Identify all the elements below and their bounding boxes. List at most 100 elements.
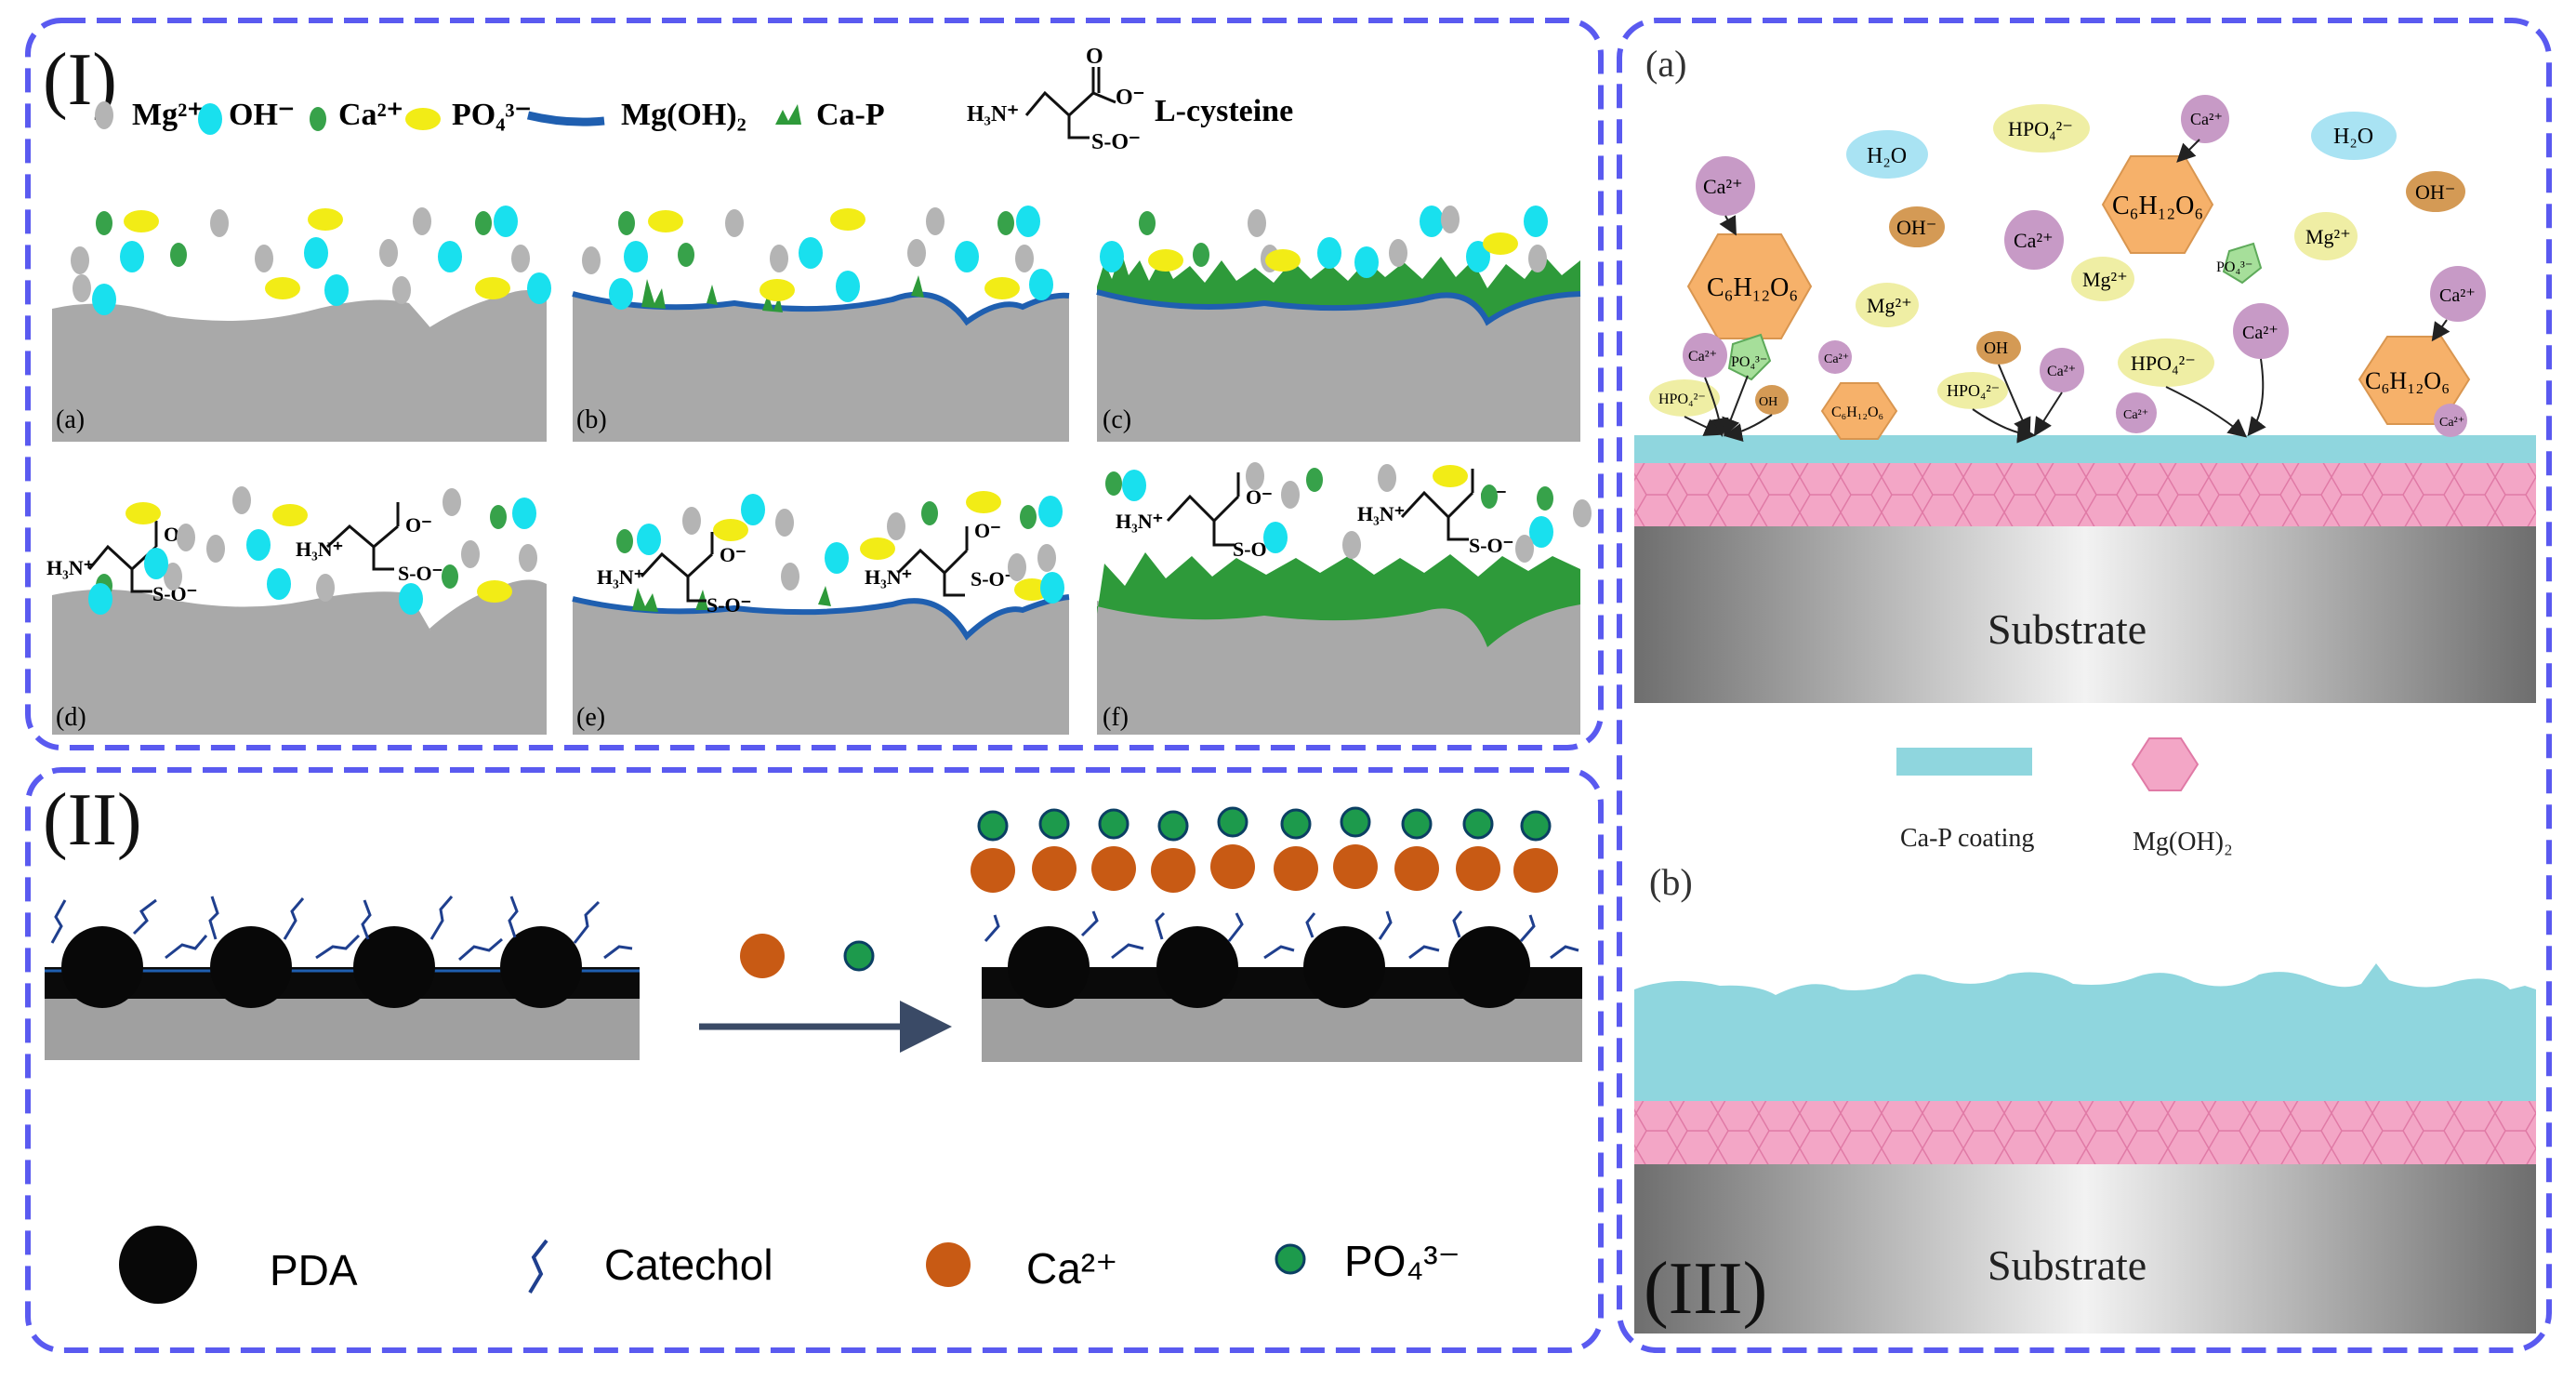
- mgoh2-layer-b: [1634, 1099, 2536, 1164]
- species-ca-3: Ca²⁺: [2190, 110, 2223, 128]
- species-ca-2: Ca²⁺: [2014, 229, 2054, 252]
- subpanel-b-label: (b): [576, 405, 607, 434]
- legend-oh: OH⁻: [229, 98, 295, 132]
- species-oh-3: OH: [1759, 395, 1777, 409]
- reactant-po4-icon: [843, 940, 875, 972]
- amine-label-f2: H₃N⁺: [1357, 502, 1405, 525]
- cys-carbonyl: O: [1086, 45, 1103, 69]
- mgoh2-legend-icon: [2131, 737, 2200, 791]
- cys-carboxyl: O⁻: [1116, 86, 1144, 110]
- thiolate-label-d2: S-O⁻: [398, 562, 443, 585]
- legend-mgoh2: Mg(OH)₂: [621, 98, 746, 132]
- panel-1-legend: Mg²⁺ OH⁻ Ca²⁺ PO₄³⁻ Mg(OH)₂ Ca-P H₃N⁺ O …: [95, 45, 1293, 154]
- po4-ion-icon: [405, 108, 441, 130]
- legend-catechol: Catechol: [604, 1241, 773, 1289]
- thiolate-label-f2: S-O⁻: [1469, 534, 1513, 557]
- species-oh-1: OH⁻: [1896, 216, 1936, 239]
- legend-mgoh2-b: Mg(OH)₂: [2133, 828, 2233, 856]
- species-glucose-1: C₆H₁₂O₆: [1707, 273, 1798, 302]
- ca-legend-icon: [926, 1242, 971, 1287]
- solution-species-a: Ca²⁺ C₆H₁₂O₆ H₂O OH⁻ Mg²⁺ HPO₄²⁻ Ca²⁺ Mg…: [1649, 95, 2486, 444]
- species-po4-2: PO₄³⁻: [1731, 354, 1767, 370]
- legend-cap: Ca-P: [816, 98, 885, 132]
- subpanel-c: (c): [1096, 206, 1581, 442]
- amine-label-d1: H₃N⁺: [46, 556, 94, 579]
- subpanel-d: H₃N⁺ O⁻ S-O⁻ H₃N⁺ O⁻ S-O⁻ (d): [46, 486, 547, 735]
- legend-pda: PDA: [270, 1246, 358, 1294]
- species-ca-9: Ca²⁺: [2047, 364, 2076, 379]
- pda-legend-icon: [119, 1226, 197, 1304]
- species-ca-7: Ca²⁺: [1688, 349, 1717, 365]
- panel-3-border: [1617, 18, 2552, 1353]
- pda-before: [45, 896, 640, 1060]
- subpanel-a: (a): [52, 206, 551, 442]
- cap-layer-f: [1097, 552, 1580, 647]
- panel-2-legend: PDA Catechol Ca²⁺ PO₄³⁻: [119, 1226, 1460, 1304]
- mgoh2-layer-a: [1634, 461, 2536, 526]
- species-h2o-1: H₂O: [1867, 144, 1907, 168]
- l-cysteine-icon: [1024, 67, 1116, 139]
- panel-3-sub-b-label: (b): [1649, 861, 1693, 903]
- pda-particle: [61, 926, 143, 1008]
- species-hpo4-1: HPO₄²⁻: [2008, 117, 2073, 140]
- amine-label-f1: H₃N⁺: [1116, 510, 1163, 533]
- subpanel-d-label: (d): [56, 703, 86, 732]
- mgoh2-layer-icon: [526, 111, 605, 126]
- mgoh2-layer-e: [572, 594, 1070, 641]
- species-mg-2: Mg²⁺: [2082, 268, 2128, 291]
- substrate-label-b: Substrate: [1988, 1241, 2147, 1289]
- species-hpo4-4: HPO₄²⁻: [2131, 352, 2196, 375]
- panel-3-legend: Ca-P coating Mg(OH)₂: [1896, 737, 2233, 856]
- po4-legend-icon: [1275, 1243, 1306, 1275]
- subpanel-f: H₃N⁺ O⁻ S-O⁻ H₃N⁺ O⁻ S-O⁻ (f): [1097, 462, 1592, 735]
- legend-mg: Mg²⁺: [132, 98, 204, 132]
- species-glucose-3: C₆H₁₂O₆: [2365, 367, 2450, 394]
- pda-particle: [353, 926, 435, 1008]
- legend-po4: PO₄³⁻: [452, 98, 532, 132]
- cys-amine: H₃N⁺: [967, 102, 1019, 126]
- subpanel-e: H₃N⁺ O⁻ S-O⁻ H₃N⁺ O⁻ S-O⁻ (e): [572, 491, 1070, 735]
- substrate-a: [1634, 526, 2536, 703]
- subpanel-a-label: (a): [56, 405, 85, 434]
- thiolate-label-e1: S-O⁻: [707, 593, 751, 617]
- cap-coating-legend-icon: [1896, 748, 2032, 776]
- species-ca-6: Ca²⁺: [2439, 416, 2464, 430]
- legend-ca2: Ca²⁺: [1026, 1244, 1117, 1293]
- panel-1-border: [25, 18, 1604, 750]
- species-ca-8: Ca²⁺: [1824, 352, 1849, 366]
- carboxyl-label-e2: O⁻: [974, 519, 1001, 542]
- species-oh-4: OH: [1984, 338, 2008, 357]
- pda-particle: [500, 926, 582, 1008]
- subpanel-c-label: (c): [1103, 405, 1131, 434]
- ca-ion-icon: [310, 107, 326, 131]
- legend-lcys: L-cysteine: [1155, 94, 1293, 128]
- legend-ca: Ca²⁺: [338, 98, 403, 132]
- mg-ion-icon: [95, 101, 113, 129]
- species-h2o-2: H₂O: [2333, 125, 2373, 149]
- pda-after: [971, 806, 1582, 1062]
- mgoh2-layer-b: [572, 291, 1070, 326]
- species-glucose-4: C₆H₁₂O₆: [1831, 405, 1883, 420]
- catechol-legend-icon: [528, 1239, 548, 1294]
- species-po4-1: PO₄³⁻: [2216, 259, 2252, 275]
- amine-label-e1: H₃N⁺: [597, 565, 644, 589]
- panel-2-border: [25, 767, 1604, 1353]
- reactant-ca-icon: [740, 934, 785, 978]
- species-ca-5: Ca²⁺: [2439, 285, 2476, 306]
- species-hpo4-3: HPO₄²⁻: [1947, 381, 2000, 400]
- amine-label-d2: H₃N⁺: [296, 537, 343, 561]
- subpanel-b: (b): [572, 206, 1070, 442]
- species-ca-10: Ca²⁺: [2123, 408, 2148, 422]
- species-hpo4-2: HPO₄²⁻: [1658, 391, 1706, 407]
- carboxyl-label-d2: O⁻: [405, 513, 432, 537]
- subpanel-e-label: (e): [576, 703, 605, 732]
- panel-2-label: (II): [43, 779, 142, 861]
- cap-coating-b: [1634, 963, 2536, 1101]
- thiolate-label-e2: S-O⁻: [971, 567, 1015, 590]
- species-oh-2: OH⁻: [2415, 180, 2455, 204]
- subpanel-f-label: (f): [1103, 703, 1129, 732]
- carboxyl-label-e1: O⁻: [720, 543, 746, 566]
- cap-icon: [775, 104, 801, 125]
- carboxyl-label-f1: O⁻: [1246, 485, 1273, 509]
- amine-label-e2: H₃N⁺: [865, 565, 912, 589]
